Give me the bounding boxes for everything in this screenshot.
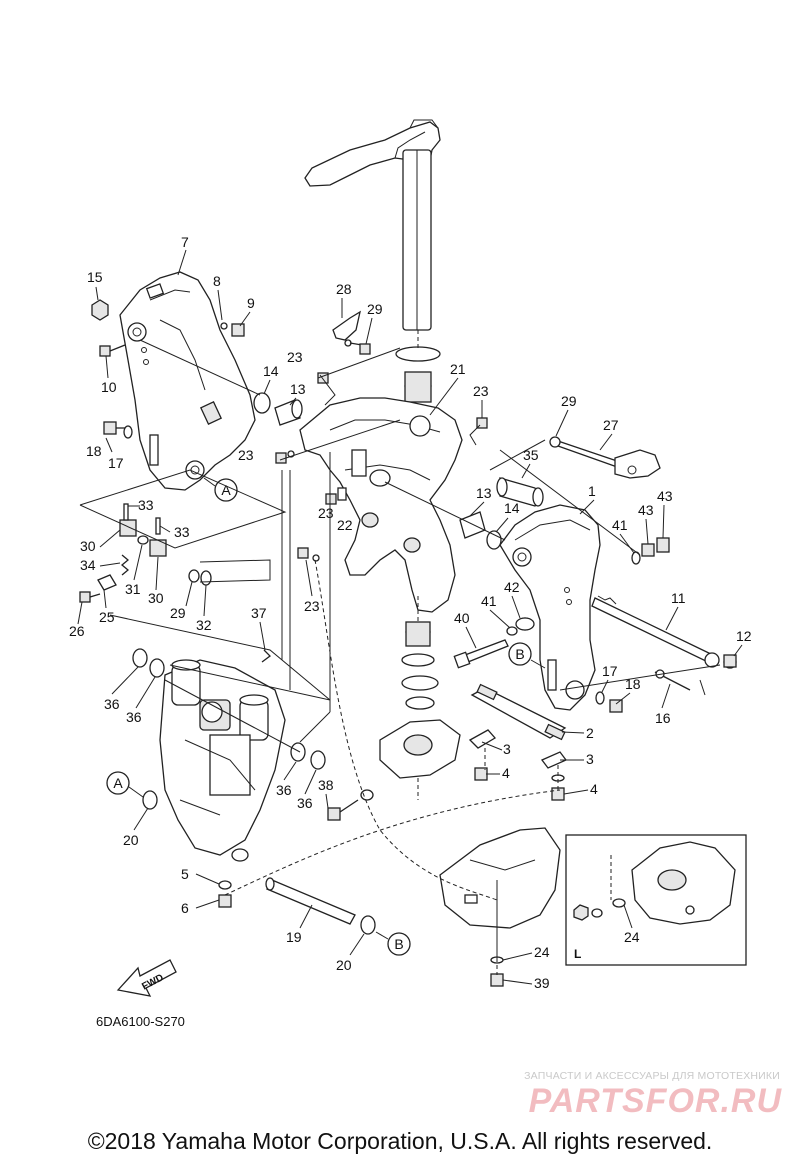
- callout-9: 9: [247, 295, 255, 311]
- tilt-pin: [549, 436, 661, 479]
- callout-43: 43: [657, 488, 673, 504]
- callout-24: 24: [624, 929, 640, 945]
- washers-right: [631, 537, 670, 565]
- callout-5: 5: [181, 866, 189, 882]
- callout-13: 13: [476, 485, 492, 501]
- shaft-19: [142, 790, 376, 935]
- bushing-35: [496, 477, 544, 507]
- lower-casing: [439, 827, 561, 960]
- callout-10: 10: [101, 379, 117, 395]
- callout-36: 36: [276, 782, 292, 798]
- callout-3: 3: [503, 741, 511, 757]
- callout-42: 42: [504, 579, 520, 595]
- ref-marker-a-upper: A: [203, 477, 238, 502]
- callout-13: 13: [290, 381, 306, 397]
- callout-22: 22: [337, 517, 353, 533]
- callout-36: 36: [104, 696, 120, 712]
- svg-text:A: A: [113, 775, 123, 791]
- callout-23: 23: [318, 505, 334, 521]
- svg-text:B: B: [515, 646, 524, 662]
- callout-11: 11: [671, 590, 686, 606]
- callout-25: 25: [99, 609, 115, 625]
- callout-23: 23: [304, 598, 320, 614]
- callout-18: 18: [625, 676, 641, 692]
- bushings-36: [132, 648, 326, 770]
- callout-29: 29: [561, 393, 577, 409]
- callout-30: 30: [80, 538, 96, 554]
- lower-mount-housing: [379, 621, 461, 779]
- callout-36: 36: [126, 709, 142, 725]
- callout-3: 3: [586, 751, 594, 767]
- callout-33: 33: [174, 524, 190, 540]
- callout-33: 33: [138, 497, 154, 513]
- callout-18: 18: [86, 443, 102, 459]
- callout-1: 1: [588, 483, 596, 499]
- callout-41: 41: [612, 517, 628, 533]
- callout-6: 6: [181, 900, 189, 916]
- callout-19: 19: [286, 929, 302, 945]
- callout-7: 7: [181, 234, 189, 250]
- ref-marker-a-lower: A: [106, 771, 144, 798]
- steering-arm: [304, 119, 441, 426]
- bracket-2: [468, 683, 568, 769]
- swivel-bracket: [299, 397, 463, 613]
- callout-43: 43: [638, 502, 654, 518]
- callout-29: 29: [170, 605, 186, 621]
- callout-24: 24: [534, 944, 550, 960]
- svg-text:A: A: [221, 482, 231, 498]
- callout-27: 27: [603, 417, 619, 433]
- callout-8: 8: [213, 273, 221, 289]
- callout-36: 36: [297, 795, 313, 811]
- callout-16: 16: [655, 710, 671, 726]
- callout-2: 2: [586, 725, 594, 741]
- callout-15: 15: [87, 269, 103, 285]
- callout-4: 4: [502, 765, 510, 781]
- diagram-code: 6DA6100-S270: [96, 1014, 185, 1029]
- callout-40: 40: [454, 610, 470, 626]
- callout-30: 30: [148, 590, 164, 606]
- callout-20: 20: [123, 832, 139, 848]
- callout-14: 14: [504, 500, 520, 516]
- inset-label: L: [574, 947, 581, 961]
- leader-lines: [79, 330, 721, 975]
- clamp-bracket-left: [119, 271, 256, 491]
- through-tube: [591, 595, 737, 669]
- ref-marker-b-upper: B: [508, 642, 546, 669]
- ref-marker-b-lower: B: [375, 931, 411, 956]
- callout-20: 20: [336, 957, 352, 973]
- clamp-bracket-right: [499, 504, 601, 711]
- callout-38: 38: [318, 777, 334, 793]
- callout-4: 4: [590, 781, 598, 797]
- callout-14: 14: [263, 363, 279, 379]
- callout-23: 23: [473, 383, 489, 399]
- callout-28: 28: [336, 281, 352, 297]
- watermark-tagline: ЗАПЧАСТИ И АКСЕССУАРЫ ДЛЯ МОТОТЕХНИКИ: [524, 1070, 780, 1082]
- callout-37: 37: [251, 605, 267, 621]
- callout-17: 17: [602, 663, 618, 679]
- callout-12: 12: [736, 628, 752, 644]
- watermark-logo: PARTSFOR.RU: [528, 1082, 782, 1120]
- callout-34: 34: [80, 557, 96, 573]
- callout-23: 23: [287, 349, 303, 365]
- callout-41: 41: [481, 593, 497, 609]
- callout-23: 23: [238, 447, 254, 463]
- fwd-arrow-icon: FWD: [116, 959, 177, 997]
- callout-39: 39: [534, 975, 550, 991]
- callout-leaders: [77, 249, 743, 985]
- callout-21: 21: [450, 361, 466, 377]
- grease-nipple: [654, 669, 691, 691]
- svg-text:B: B: [394, 936, 403, 952]
- callout-26: 26: [69, 623, 85, 639]
- tilt-unit: [159, 659, 286, 862]
- callout-32: 32: [196, 617, 212, 633]
- callout-29: 29: [367, 301, 383, 317]
- callout-17: 17: [108, 455, 124, 471]
- callout-35: 35: [523, 447, 539, 463]
- detail-inset: L: [565, 834, 747, 966]
- callout-labels: 7 15 8 9 28 29 10 23 14 13 21 23 29 27 1…: [69, 234, 752, 991]
- copyright-notice: ©2018 Yamaha Motor Corporation, U.S.A. A…: [87, 1128, 713, 1154]
- callout-31: 31: [125, 581, 141, 597]
